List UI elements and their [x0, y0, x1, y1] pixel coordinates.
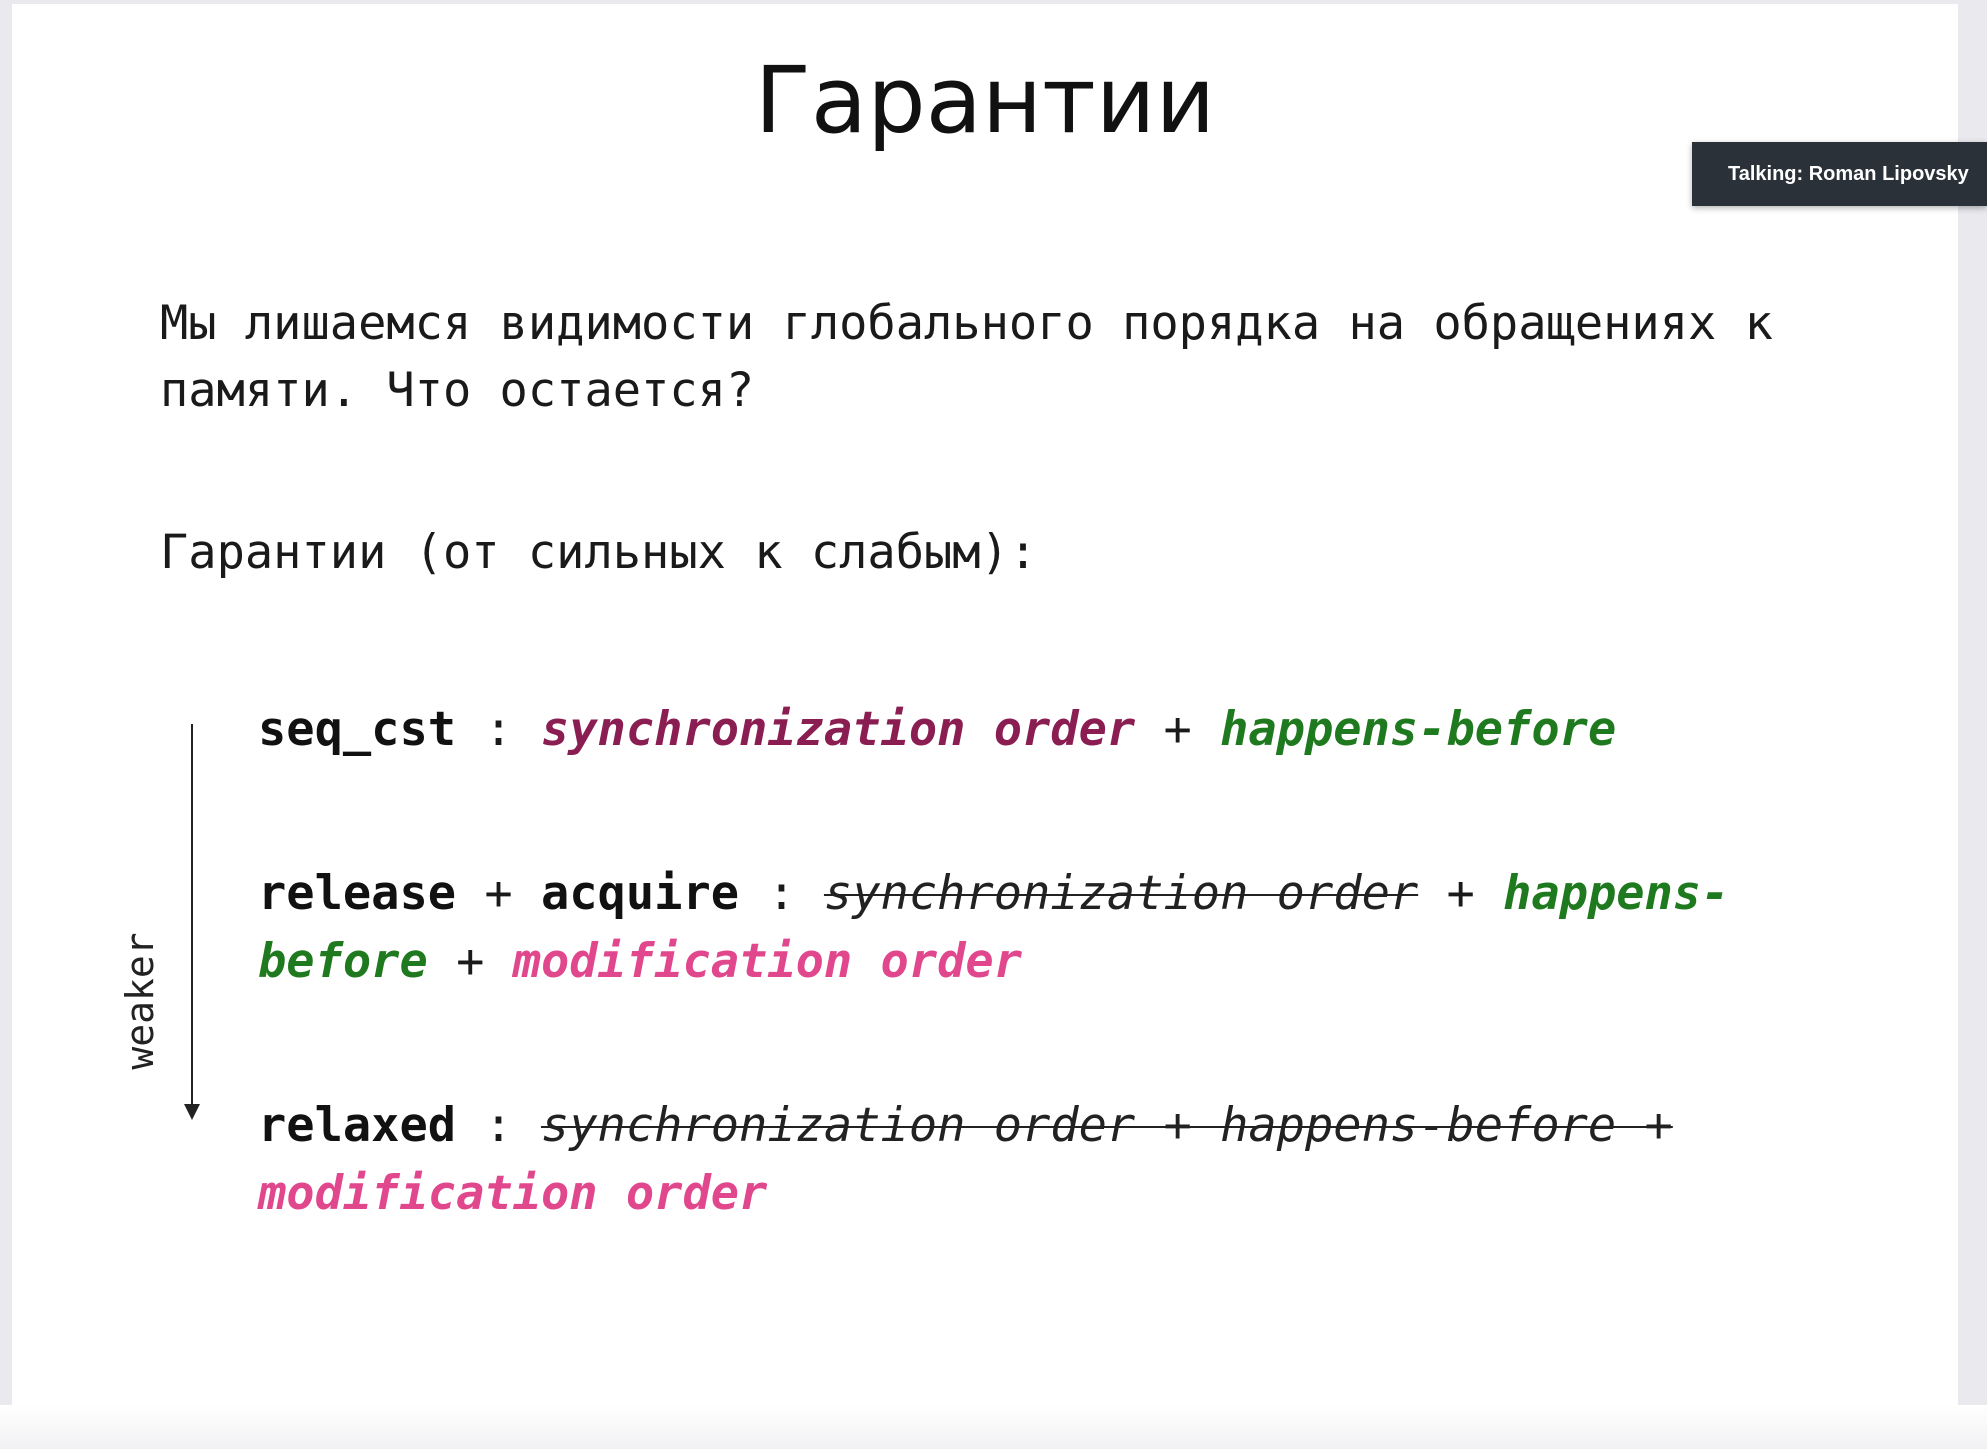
modification-order-term: modification order [258, 1166, 768, 1221]
happens-before-term-part-2: before [258, 934, 428, 989]
level-release-acquire: release + acquire : synchronization orde… [258, 860, 1729, 996]
synchronization-order-struck: synchronization order [823, 866, 1419, 921]
happens-before-term-part-1: happens- [1503, 866, 1730, 921]
intro-text: Мы лишаемся видимости глобального порядк… [160, 290, 1840, 424]
level-release-acquire-line-2: before + modification order [258, 928, 1729, 996]
release-keyword: release [258, 866, 457, 921]
modification-order-term: modification order [512, 934, 1023, 989]
separator: : [456, 1098, 541, 1153]
plus-sign: + [1418, 866, 1504, 921]
level-release-acquire-line-1: release + acquire : synchronization orde… [258, 860, 1729, 928]
bottom-strip [0, 1405, 1987, 1449]
happens-before-term: happens-before [1220, 702, 1617, 757]
relaxed-keyword: relaxed [258, 1098, 457, 1153]
level-seq-cst-line: seq_cst : synchronization order + happen… [258, 696, 1616, 764]
presentation-slide: Гарантии Мы лишаемся видимости глобально… [12, 4, 1958, 1449]
plus-sign: + [427, 934, 513, 989]
slide-title: Гарантии [754, 47, 1216, 154]
arrow-down-icon [184, 1104, 200, 1120]
separator: : [739, 866, 824, 921]
level-relaxed-line-2: modification order [258, 1160, 1673, 1228]
acquire-keyword: acquire [540, 866, 740, 921]
active-speaker-tag: Talking: Roman Lipovsky [1692, 142, 1987, 206]
plus-sign: + [456, 866, 541, 921]
weaker-label: weaker [118, 932, 162, 1070]
synchronization-order-term: synchronization order [540, 702, 1136, 757]
level-relaxed: relaxed : synchronization order + happen… [258, 1092, 1673, 1228]
seq-cst-keyword: seq_cst [258, 702, 457, 757]
level-seq-cst: seq_cst : synchronization order + happen… [258, 696, 1616, 764]
guarantees-heading: Гарантии (от сильных к слабым): [160, 525, 1038, 580]
struck-guarantees: synchronization order + happens-before + [540, 1098, 1673, 1153]
weaker-arrow-line [191, 724, 193, 1104]
intro-line-1: Мы лишаемся видимости глобального порядк… [160, 296, 1773, 351]
separator: : [456, 702, 541, 757]
intro-line-2: памяти. Что остается? [160, 363, 755, 418]
plus-sign: + [1135, 702, 1221, 757]
level-relaxed-line-1: relaxed : synchronization order + happen… [258, 1092, 1673, 1160]
